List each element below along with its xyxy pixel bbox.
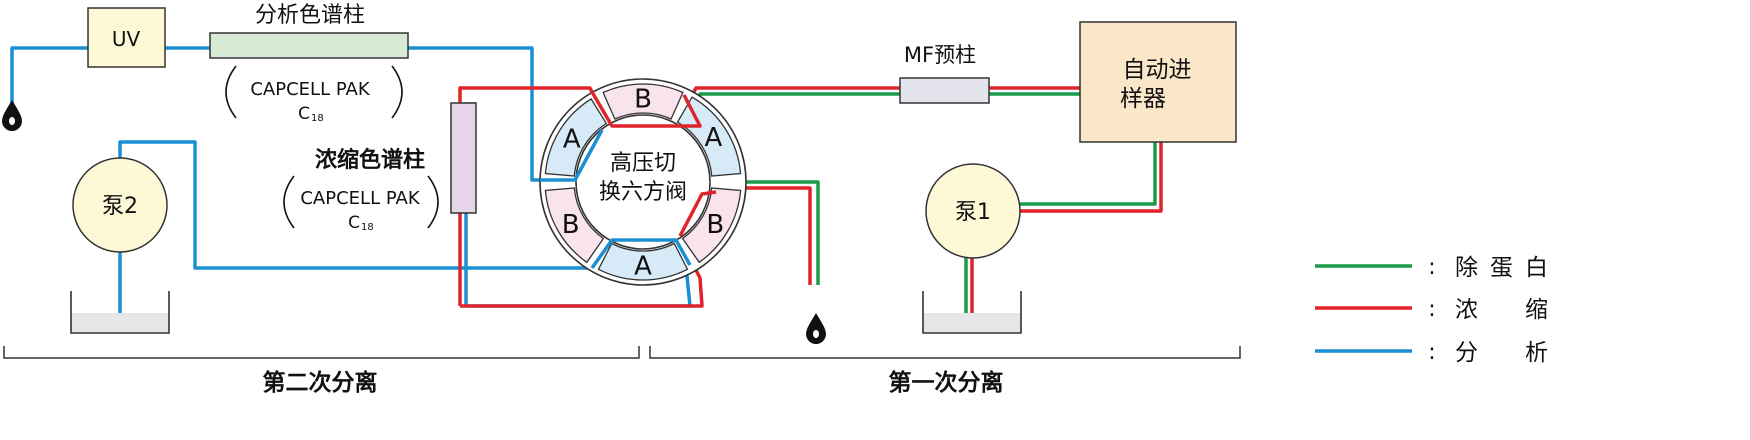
concentration-column-spec-subscript: 18 (361, 222, 374, 233)
analysis-column-spec-subscript: 18 (311, 113, 324, 124)
valve-segment-a-right-label: A (705, 123, 723, 153)
analysis-column-spec: CAPCELL PAK (250, 79, 370, 100)
waste-drop-icon (2, 100, 22, 131)
analysis-column-spec-c: C (298, 104, 310, 124)
legend-label-concentration: 浓 缩 (1455, 297, 1560, 323)
pump-2-label: 泵2 (102, 194, 138, 219)
valve-segment-a-left (544, 98, 608, 177)
valve-segment-b-lower-right (681, 187, 742, 264)
concentration-flow-line (1018, 142, 1163, 213)
concentration-column-spec-bracket-right (427, 175, 439, 229)
pump-1 (925, 163, 1021, 259)
analysis-column-spec-bracket-right (391, 65, 403, 119)
autosampler-label-line-1: 自动进 (1123, 57, 1192, 83)
analysis-flow-line (10, 46, 88, 105)
valve-segment-b-left (544, 187, 605, 264)
uv-detector (87, 7, 166, 68)
concentration-column-spec-c: C (348, 213, 360, 233)
concentration-column-spec: CAPCELL PAK (300, 188, 420, 209)
mf-precolumn (899, 77, 990, 104)
concentration-flow-line (678, 190, 717, 237)
autosampler (1079, 21, 1237, 143)
valve-segment-b-top-label: B (634, 85, 652, 115)
concentration-column-spec-bracket-left (283, 175, 295, 229)
autosampler-label-line-2: 样器 (1120, 86, 1166, 112)
pump-1-label: 泵1 (955, 200, 991, 225)
valve-label-line-2: 换六方阀 (599, 180, 687, 205)
legend: : 除蛋白 : 浓 缩 : 分 析 (1315, 255, 1560, 366)
legend-label-protein-removal: 除蛋白 (1455, 255, 1560, 281)
valve-segment-b-top (602, 83, 684, 120)
uv-detector-label: UV (112, 27, 141, 51)
valve-segment-a-left-label: A (563, 124, 581, 154)
valve-label-line-1: 高压切 (610, 151, 676, 176)
valve-segment-a-bottom (597, 242, 689, 281)
waste-drop-icon (806, 313, 826, 344)
mf-precolumn-label: MF预柱 (904, 43, 976, 67)
waste-drop-highlight (9, 117, 15, 125)
analysis-column-spec-bracket-left (225, 65, 237, 119)
six-port-valve: A B A B A B 高压切 换六方阀 (539, 78, 747, 286)
protein-removal-flow-line (1018, 142, 1157, 206)
solvent-reservoir-1 (922, 291, 1022, 334)
legend-colon: : (1428, 255, 1435, 280)
valve-segment-a-bottom-label: A (634, 252, 652, 282)
valve-segment-b-lower-right-label: B (706, 210, 724, 240)
analysis-column-title: 分析色谱柱 (255, 3, 365, 28)
solvent-reservoir-2-liquid (71, 313, 169, 333)
solvent-reservoir-1-liquid (923, 313, 1021, 333)
pump-2 (72, 157, 168, 253)
analysis-flow-line (590, 238, 692, 270)
analysis-flow-line (540, 129, 604, 182)
solvent-reservoir-2 (70, 291, 170, 334)
concentration-column-title: 浓缩色谱柱 (315, 147, 425, 173)
concentration-flow-line (590, 91, 702, 128)
legend-colon: : (1428, 297, 1435, 322)
legend-label-analysis: 分 析 (1455, 340, 1560, 366)
valve-segment-a-right (676, 96, 742, 177)
analysis-column (209, 32, 409, 59)
valve-segment-b-left-label: B (562, 210, 580, 240)
first-separation-label: 第一次分离 (889, 369, 1004, 396)
waste-drop-highlight (813, 330, 819, 338)
first-separation-bracket (649, 346, 1241, 359)
legend-colon: : (1428, 340, 1435, 365)
second-separation-bracket (3, 346, 640, 359)
concentration-column (450, 102, 477, 214)
second-separation-label: 第二次分离 (263, 369, 378, 396)
